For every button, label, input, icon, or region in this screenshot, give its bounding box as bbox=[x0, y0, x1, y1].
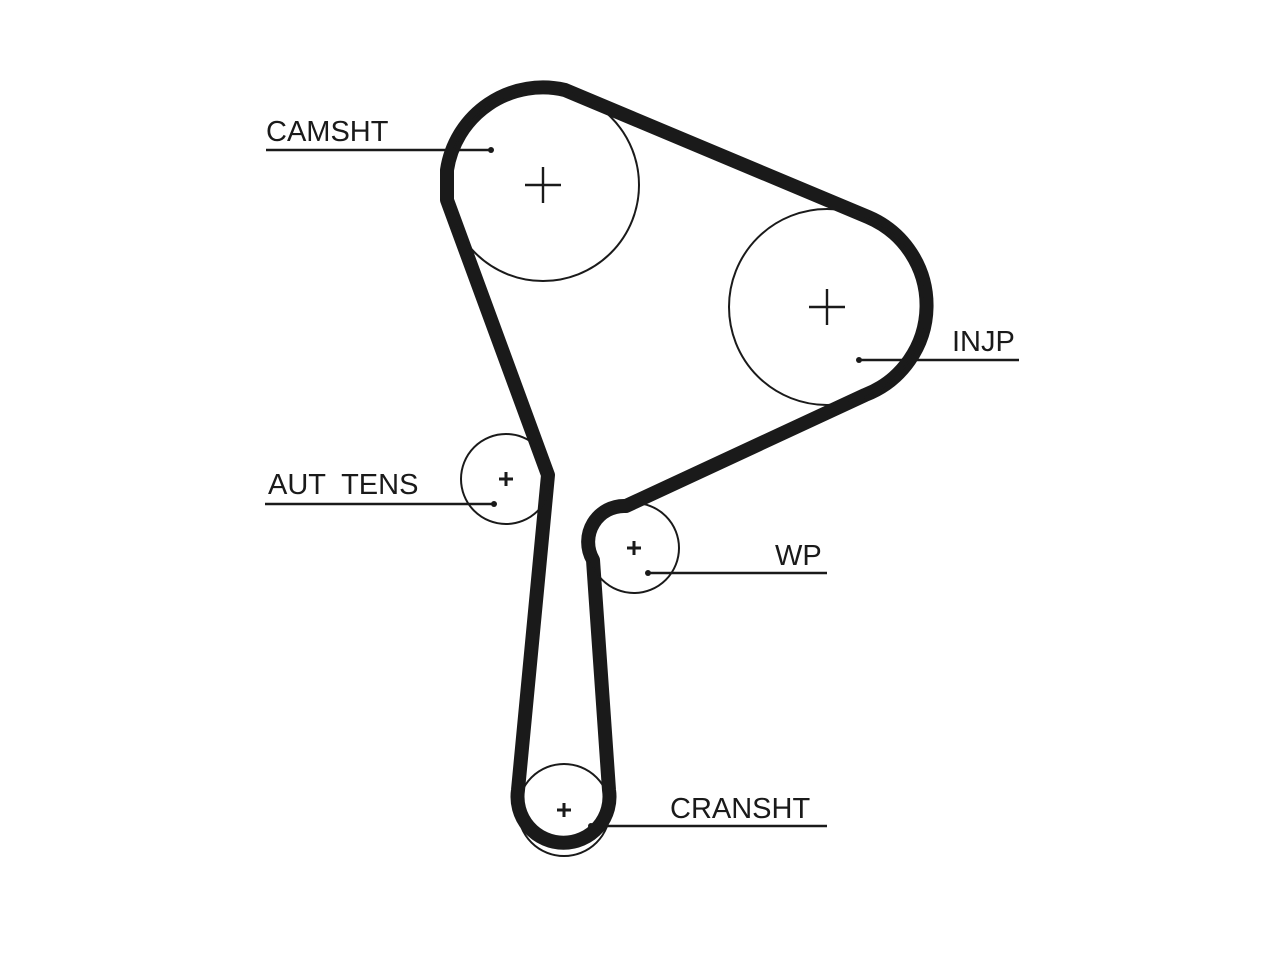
camshaft-label: CAMSHT bbox=[266, 116, 389, 148]
camshaft-leader-dot bbox=[488, 147, 494, 153]
injection-pump-label: INJP bbox=[952, 326, 1015, 358]
crankshaft-leader-dot bbox=[588, 823, 594, 829]
auto-tensioner-leader-dot bbox=[491, 501, 497, 507]
injection-pump-pulley-circle bbox=[728, 208, 926, 406]
crankshaft-pulley-circle bbox=[517, 763, 611, 857]
water-pump-label: WP bbox=[775, 540, 822, 572]
camshaft-callout: CAMSHT bbox=[266, 116, 494, 153]
water-pump-pulley bbox=[588, 502, 680, 594]
camshaft-pulley bbox=[446, 88, 640, 282]
crankshaft-pulley bbox=[517, 763, 611, 857]
auto-tensioner-label: AUT TENS bbox=[268, 469, 418, 501]
auto-tensioner-callout: AUT TENS bbox=[265, 469, 497, 507]
auto-tensioner-pulley bbox=[460, 433, 552, 525]
timing-belt bbox=[440, 80, 934, 850]
water-pump-callout: WP bbox=[645, 540, 827, 576]
injection-pump-callout: INJP bbox=[856, 326, 1019, 363]
auto-tensioner-pulley-circle bbox=[460, 433, 552, 525]
crankshaft-label: CRANSHT bbox=[670, 793, 810, 825]
injection-pump-leader-dot bbox=[856, 357, 862, 363]
crankshaft-callout: CRANSHT bbox=[588, 793, 827, 829]
water-pump-pulley-circle bbox=[588, 502, 680, 594]
injection-pump-pulley bbox=[728, 208, 926, 406]
water-pump-leader-dot bbox=[645, 570, 651, 576]
camshaft-pulley-circle bbox=[446, 88, 640, 282]
